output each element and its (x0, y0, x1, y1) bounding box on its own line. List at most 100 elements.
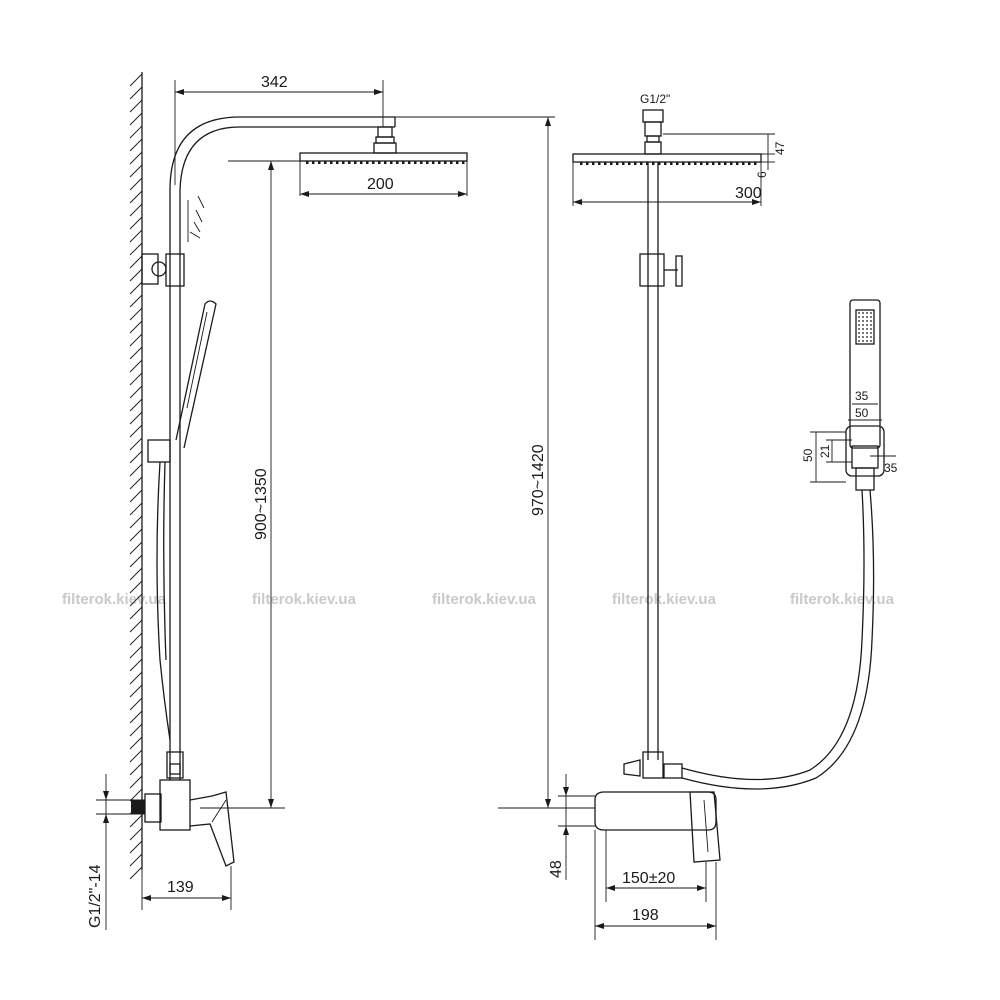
nozzle (628, 162, 631, 165)
dim-head-front: 47 6 300 (573, 133, 787, 205)
wall-hatch-line (129, 138, 143, 152)
dim-total-height: 970~1420 (385, 116, 595, 809)
nozzle (324, 161, 327, 164)
nozzle (306, 161, 309, 164)
wall-hatch-line (129, 255, 143, 269)
wall-hatch-line (129, 268, 143, 282)
dim-6-label: 6 (755, 171, 769, 178)
wall-hatch-line (129, 762, 143, 776)
wall-hatch-line (129, 242, 143, 256)
wall-hatch-line (129, 411, 143, 425)
hand-nozzle (870, 316, 872, 318)
hand-nozzle (866, 328, 868, 330)
wall-hatch-line (129, 567, 143, 581)
nozzle (348, 161, 351, 164)
wall-hatch-line (129, 112, 143, 126)
nozzle (408, 161, 411, 164)
wall-hatch-line (129, 99, 143, 113)
nozzle (748, 162, 751, 165)
hand-shower-side (147, 300, 217, 741)
wall-hatch-line (129, 528, 143, 542)
wall-hatch-line (129, 502, 143, 516)
nozzle (694, 162, 697, 165)
wall-hatch-line (129, 671, 143, 685)
height-adjust-marks (187, 195, 205, 242)
hand-nozzle (866, 324, 868, 326)
dim-48-label: 48 (548, 860, 565, 878)
wall-hatch-line (129, 606, 143, 620)
dim-holder-35-depth-label: 35 (884, 461, 898, 475)
wall-hatch-line (129, 216, 143, 230)
dim-198-label: 198 (632, 907, 659, 924)
nozzle (652, 162, 655, 165)
hand-nozzle (870, 312, 872, 314)
nozzle (384, 161, 387, 164)
nozzle (670, 162, 673, 165)
shower-head-side (299, 152, 468, 196)
wall-hatch-line (129, 580, 143, 594)
nozzle (598, 162, 601, 165)
wall-hatch-line (129, 86, 143, 100)
wall-hatch-line (129, 619, 143, 633)
nozzle (438, 161, 441, 164)
mixer-side (131, 751, 235, 867)
hand-nozzle (858, 312, 860, 314)
dim-150-label: 150±20 (622, 870, 675, 887)
dim-900-1350-label: 900~1350 (253, 468, 270, 540)
hand-nozzle (862, 340, 864, 342)
dim-wall-to-head: 900~1350 (200, 160, 300, 809)
nozzle (658, 162, 661, 165)
hand-nozzle (866, 316, 868, 318)
wall-hatch-line (129, 515, 143, 529)
wall-hatch-line (129, 450, 143, 464)
wall-hatch-line (129, 827, 143, 841)
nozzle (682, 162, 685, 165)
nozzle (586, 162, 589, 165)
wall-hatch-line (129, 866, 143, 880)
dim-holder-35-top-label: 35 (855, 389, 869, 403)
dim-holder: 35 50 50 21 35 (801, 389, 898, 483)
wall-hatch-line (129, 684, 143, 698)
dim-200-label: 200 (367, 176, 394, 193)
nozzle (640, 162, 643, 165)
hand-shower-front (845, 299, 885, 491)
wall-hatch-line (129, 294, 143, 308)
wall-hatch-line (129, 489, 143, 503)
nozzle (354, 161, 357, 164)
wall-hatch-line (129, 658, 143, 672)
nozzle (342, 161, 345, 164)
wall-hatch-line (129, 593, 143, 607)
wall-hatch-line (129, 437, 143, 451)
hand-nozzle (862, 320, 864, 322)
wall-hatch-line (129, 125, 143, 139)
hand-nozzle (858, 316, 860, 318)
nozzle (420, 161, 423, 164)
dim-47-label: 47 (773, 141, 787, 155)
hand-nozzle (862, 336, 864, 338)
nozzle (676, 162, 679, 165)
nozzle (664, 162, 667, 165)
dim-inlet-thread: G1/2"-14 (87, 774, 145, 930)
wall-hatch-line (129, 320, 143, 334)
dim-head-square: 200 (300, 176, 467, 197)
watermark: filterok.kiev.ua (790, 591, 895, 608)
nozzle (432, 161, 435, 164)
wall-hatch-line (129, 840, 143, 854)
wall-hatch-line (129, 177, 143, 191)
nozzle (360, 161, 363, 164)
head-connector-front: G1/2" (640, 92, 670, 155)
hand-nozzle (870, 324, 872, 326)
wall-hatch-line (129, 749, 143, 763)
nozzle (372, 161, 375, 164)
hand-nozzle (862, 328, 864, 330)
wall-hatch-line (129, 307, 143, 321)
hand-nozzle (866, 336, 868, 338)
hand-nozzle (870, 320, 872, 322)
nozzle (700, 162, 703, 165)
nozzle (390, 161, 393, 164)
nozzle (336, 161, 339, 164)
nozzle (688, 162, 691, 165)
wall-hatch-line (129, 632, 143, 646)
dim-970-1420-label: 970~1420 (530, 444, 547, 516)
